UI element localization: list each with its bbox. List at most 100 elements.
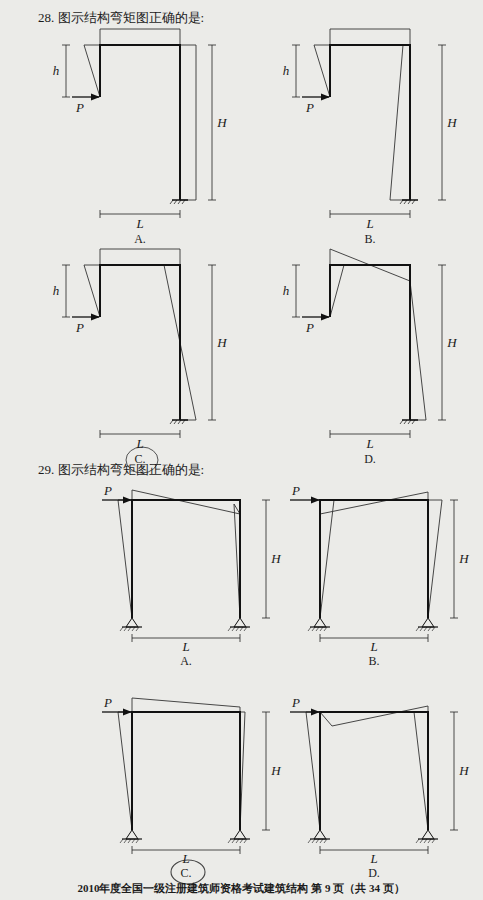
dimension-tick	[262, 712, 270, 713]
load-arrow	[102, 711, 131, 712]
page-footer: 2010年度全国一级注册建筑师资格考试建筑结构 第 9 页（共 34 页）	[77, 882, 404, 894]
load-arrow	[290, 499, 319, 500]
support-hatch	[128, 627, 131, 631]
dimension-label: H	[447, 115, 456, 129]
dimension-tick	[62, 317, 70, 318]
dimension-tick	[262, 500, 270, 501]
support-hatch	[174, 420, 177, 424]
support-hatch	[412, 200, 415, 204]
pin-support	[422, 618, 434, 627]
dimension-label: H	[217, 115, 226, 129]
dimension-label: H	[459, 552, 468, 566]
moment-diagram	[314, 45, 330, 97]
support-hatch	[428, 627, 431, 631]
dimension-label: L	[370, 852, 377, 866]
frame-member	[330, 265, 410, 420]
option-letter: A.	[134, 233, 146, 246]
support-hatch	[312, 627, 315, 631]
support-hatch	[228, 627, 231, 631]
support-hatch	[178, 420, 181, 424]
load-arrow	[102, 499, 131, 500]
dimension-label: P	[306, 321, 314, 335]
dimension-label: H	[217, 335, 226, 349]
dimension-line	[320, 850, 428, 851]
question-heading: 28. 图示结构弯矩图正确的是:	[38, 11, 204, 25]
moment-diagram	[84, 45, 100, 97]
frame-member	[132, 712, 240, 830]
dimension-label: L	[182, 640, 189, 654]
dimension-label: L	[366, 437, 373, 451]
support-hatch	[420, 839, 423, 843]
support-hatch	[228, 839, 231, 843]
support-hatch	[412, 420, 415, 424]
dimension-line	[454, 712, 455, 830]
dimension-label: h	[283, 284, 290, 298]
dimension-label: L	[136, 217, 143, 231]
dimension-tick	[438, 420, 446, 421]
support-hatch	[324, 839, 327, 843]
moment-diagram	[390, 45, 410, 200]
moment-diagram	[320, 492, 428, 514]
dimension-line	[454, 500, 455, 618]
pin-support	[126, 830, 138, 839]
support-hatch	[320, 839, 323, 843]
dimension-tick	[320, 634, 321, 642]
moment-diagram	[132, 490, 240, 514]
support-hatch	[408, 420, 411, 424]
dimension-line	[66, 265, 67, 317]
support-hatch	[408, 200, 411, 204]
pin-support	[234, 830, 246, 839]
frame-member	[320, 712, 428, 830]
moment-diagram	[410, 281, 426, 420]
dimension-tick	[450, 830, 458, 831]
dimension-line	[66, 45, 67, 97]
dimension-tick	[320, 846, 321, 854]
frame-member	[132, 500, 240, 618]
dimension-line	[132, 850, 240, 851]
dimension-label: H	[271, 764, 280, 778]
support-hatch	[244, 627, 247, 631]
support-hatch	[174, 200, 177, 204]
dimension-tick	[450, 712, 458, 713]
support-hatch	[124, 627, 127, 631]
dimension-label: H	[271, 552, 280, 566]
support-hatch	[236, 839, 239, 843]
support-hatch	[308, 627, 311, 631]
moment-diagram	[320, 706, 428, 726]
dimension-tick	[240, 634, 241, 642]
support-hatch	[124, 839, 127, 843]
moment-diagram	[414, 712, 428, 830]
support-hatch	[308, 839, 311, 843]
support-hatch	[182, 420, 185, 424]
support-hatch	[182, 200, 185, 204]
fixed-support	[402, 199, 418, 201]
support-hatch	[132, 627, 135, 631]
load-arrow	[72, 316, 99, 317]
dimension-label: P	[292, 696, 300, 710]
dimension-line	[100, 214, 180, 215]
support-hatch	[420, 627, 423, 631]
option-letter: B.	[364, 233, 375, 246]
dimension-tick	[132, 634, 133, 642]
pin-support	[314, 618, 326, 627]
dimension-tick	[438, 200, 446, 201]
dimension-tick	[240, 846, 241, 854]
dimension-tick	[450, 618, 458, 619]
support-hatch	[132, 839, 135, 843]
dimension-tick	[132, 846, 133, 854]
dimension-tick	[428, 634, 429, 642]
pin-support	[422, 830, 434, 839]
dimension-tick	[292, 317, 300, 318]
support-hatch	[400, 200, 403, 204]
support-hatch	[178, 200, 181, 204]
dimension-tick	[438, 265, 446, 266]
dimension-line	[296, 45, 297, 97]
dimension-tick	[62, 45, 70, 46]
pin-support	[314, 830, 326, 839]
dimension-line	[320, 638, 428, 639]
dimension-tick	[62, 97, 70, 98]
fixed-support	[172, 419, 188, 421]
load-arrow	[302, 316, 329, 317]
dimension-line	[296, 265, 297, 317]
dimension-tick	[262, 830, 270, 831]
